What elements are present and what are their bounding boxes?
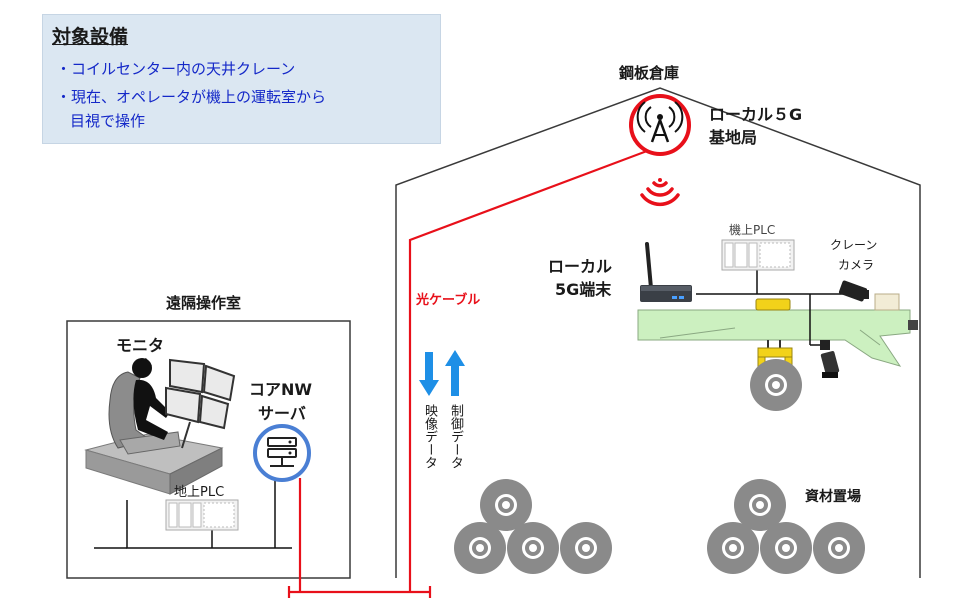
onboard-plc-label: 機上PLC <box>729 223 776 237</box>
warehouse-outline <box>395 87 921 578</box>
crane-end-block <box>874 293 900 311</box>
ground-plc-icon <box>165 499 239 531</box>
info-box <box>42 14 441 144</box>
operator-console-icon <box>84 358 236 495</box>
crane-camera-icon <box>838 280 869 302</box>
crane-camera-lower-icon <box>820 340 840 378</box>
terminal-label-2: 5G端末 <box>555 280 612 299</box>
core-server-label-1: コアNW <box>249 380 313 399</box>
info-box-item-3: 目視で操作 <box>70 112 146 130</box>
video-data-label: 映像データ <box>422 404 437 469</box>
local-5g-terminal-icon <box>640 242 692 302</box>
fiber-cable-label: 光ケーブル <box>416 293 481 308</box>
remote-room-box <box>66 320 351 579</box>
control-data-arrow <box>445 350 465 396</box>
base-station-icon <box>629 94 691 156</box>
coil-stack-left <box>454 479 612 574</box>
wireless-signal-icon <box>640 178 680 207</box>
info-box-title: 対象設備 <box>52 26 129 48</box>
warehouse-label: 鋼板倉庫 <box>619 64 680 82</box>
crane-girder <box>637 309 911 367</box>
crane-network-line <box>696 270 852 346</box>
fiber-cable <box>287 146 656 598</box>
video-data-arrow <box>419 352 439 396</box>
remote-room-label: 遠隔操作室 <box>166 294 242 312</box>
core-server-icon <box>253 424 311 482</box>
core-server-label-2: サーバ <box>258 404 306 423</box>
crane-camera-label-1: クレーン <box>830 238 878 252</box>
info-box-item-1: ・コイルセンター内の天井クレーン <box>56 60 296 78</box>
ground-plc-label: 地上PLC <box>174 485 225 500</box>
base-station-label-1: ローカル５G <box>709 105 803 124</box>
hanging-coil <box>750 359 802 411</box>
onboard-plc-icon <box>721 239 795 271</box>
monitor-label: モニタ <box>116 336 165 355</box>
remote-network-line <box>94 478 292 549</box>
control-data-label: 制御データ <box>448 404 463 469</box>
base-station-label-2: 基地局 <box>709 128 758 147</box>
storage-label: 資材置場 <box>805 489 861 505</box>
terminal-label-1: ローカル <box>548 257 613 276</box>
crane-camera-label-2: カメラ <box>838 258 875 272</box>
info-box-item-2: ・現在、オペレータが機上の運転室から <box>56 88 327 106</box>
